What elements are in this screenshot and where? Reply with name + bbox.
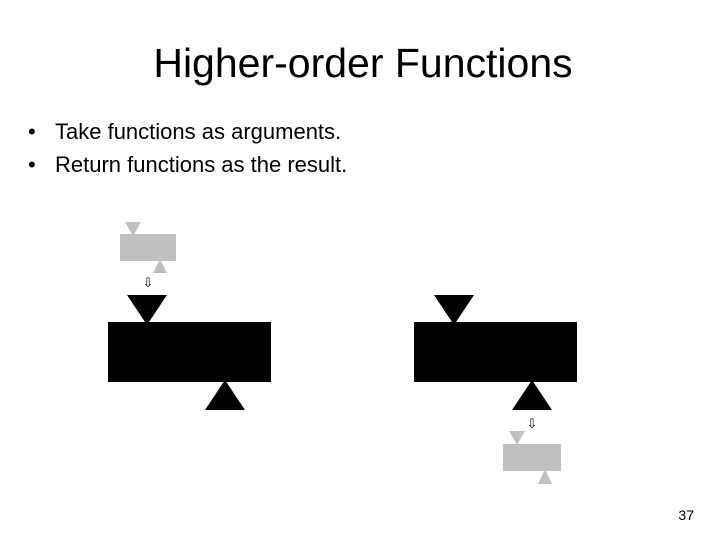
argument-function-block	[120, 222, 176, 273]
argument-function-input-notch	[125, 222, 141, 236]
function-as-result-diagram: ⇩	[414, 295, 577, 484]
function-body	[108, 322, 271, 382]
bullet-item: • Return functions as the result.	[28, 148, 347, 181]
function-body	[414, 322, 577, 382]
bullet-marker: •	[28, 119, 36, 144]
function-input-funnel	[434, 295, 474, 325]
argument-function-output-nub	[153, 259, 167, 273]
bullet-list: • Take functions as arguments. • Return fu…	[28, 115, 347, 181]
argument-function-body	[120, 234, 176, 261]
result-function-input-notch	[509, 431, 525, 445]
higher-order-function-block	[108, 295, 271, 410]
bullet-item: • Take functions as arguments.	[28, 115, 347, 148]
bullet-text: Return functions as the result.	[55, 152, 348, 177]
result-function-body	[503, 444, 561, 471]
result-function-block	[503, 431, 561, 484]
function-output-nub	[512, 380, 552, 410]
function-input-funnel	[127, 295, 167, 325]
down-arrow-icon: ⇩	[143, 276, 154, 291]
bullet-marker: •	[28, 152, 36, 177]
bullet-text: Take functions as arguments.	[55, 119, 342, 144]
down-arrow-icon: ⇩	[527, 417, 538, 432]
slide-title: Higher-order Functions	[153, 40, 573, 86]
page-number: 37	[678, 507, 694, 523]
higher-order-function-block	[414, 295, 577, 410]
function-output-nub	[205, 380, 245, 410]
function-as-argument-diagram: ⇩	[108, 222, 271, 410]
result-function-output-nub	[538, 469, 552, 484]
